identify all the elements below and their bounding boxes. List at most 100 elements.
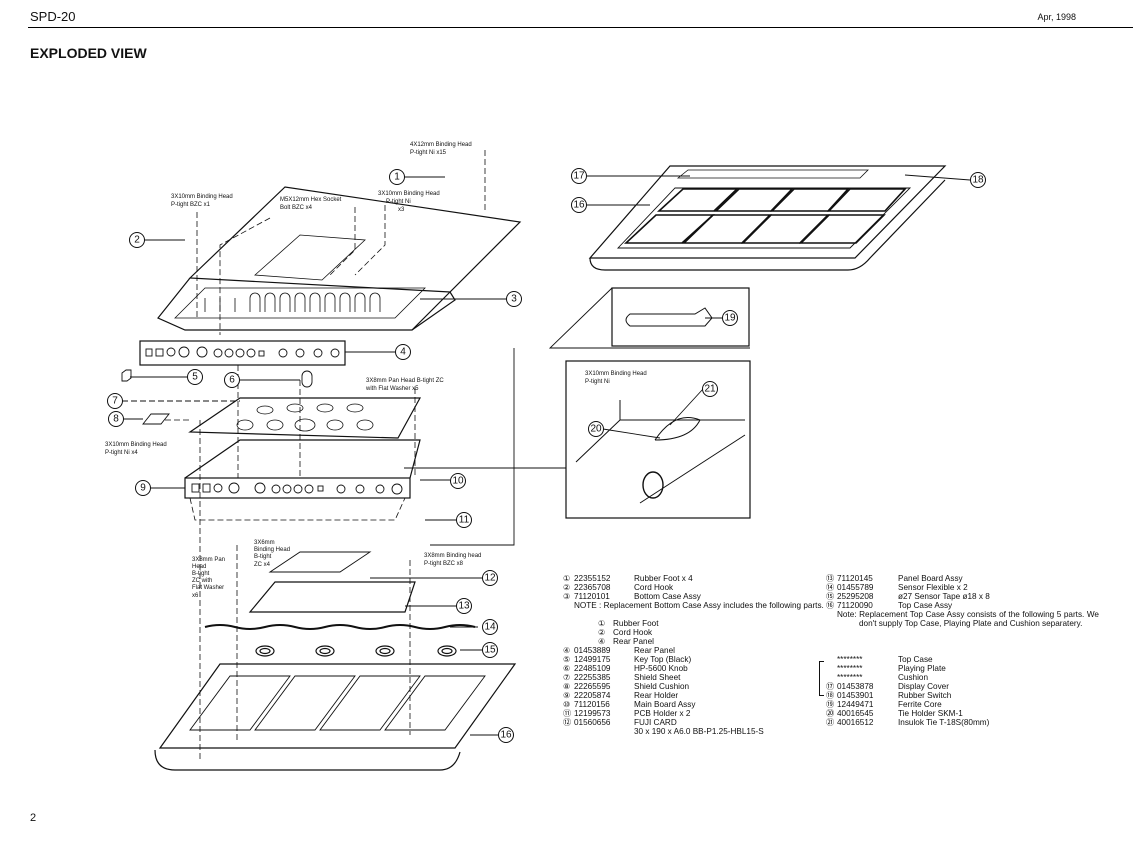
svg-text:17: 17 — [573, 171, 585, 182]
part-desc: Top Case — [898, 655, 933, 664]
part-desc: Cushion — [898, 673, 929, 682]
part-code: 22205874 — [574, 691, 611, 700]
part-no: ⑤ — [563, 655, 571, 664]
svg-text:B-tight: B-tight — [192, 571, 210, 577]
header-rule — [28, 27, 1133, 28]
part-no: ㉑ — [826, 718, 835, 727]
part-desc: HP-5600 Knob — [634, 664, 688, 673]
callout-8: 8 — [108, 411, 124, 427]
part-desc: Main Board Assy — [634, 700, 696, 709]
part-desc: Tie Holder SKM-1 — [898, 709, 963, 718]
part-code: 12499175 — [574, 655, 611, 664]
svg-text:2: 2 — [134, 235, 140, 246]
part-code: 01453889 — [574, 646, 611, 655]
svg-text:P-tight BZC x8: P-tight BZC x8 — [424, 561, 464, 567]
part-desc: Rubber Foot — [613, 619, 659, 628]
svg-text:Binding Head: Binding Head — [254, 547, 290, 553]
part-desc: Bottom Case Assy — [634, 592, 701, 601]
part-no: ⑪ — [563, 709, 572, 718]
part-code: 22355152 — [574, 574, 611, 583]
part-code: 71120156 — [574, 700, 610, 709]
svg-text:P-tight BZC x1: P-tight BZC x1 — [171, 202, 211, 208]
shield-sheet-drawing — [188, 397, 422, 439]
part-no: ⑩ — [563, 700, 571, 709]
svg-text:3X10mm Binding Head: 3X10mm Binding Head — [171, 194, 233, 200]
callout-14: 14 — [482, 619, 498, 635]
svg-text:with Flat Washer x5: with Flat Washer x5 — [365, 386, 419, 392]
part-no: ⑳ — [826, 709, 835, 718]
svg-text:4: 4 — [400, 347, 406, 358]
part-no: ② — [563, 583, 571, 592]
svg-text:16: 16 — [573, 200, 585, 211]
document-date: Apr, 1998 — [1037, 12, 1076, 22]
callout-1: 1 — [389, 169, 405, 185]
part-desc: Rubber Foot x 4 — [634, 574, 693, 583]
part-desc: Ferrite Core — [898, 700, 942, 709]
part-code: 40016512 — [837, 718, 874, 727]
svg-text:3X8mm Pan: 3X8mm Pan — [192, 557, 225, 563]
part-code: 40016545 — [837, 709, 874, 718]
annotation-pan-head-3x8: 3X8mm Pan Head B-tight ZC with Flat Washe… — [365, 378, 444, 392]
svg-text:19: 19 — [724, 313, 736, 324]
svg-text:B-tight: B-tight — [254, 554, 272, 560]
svg-text:10: 10 — [452, 476, 464, 487]
callout-4: 4 — [395, 344, 411, 360]
callout-5: 5 — [187, 369, 203, 385]
part-desc: Shield Cushion — [634, 682, 690, 691]
svg-text:3: 3 — [511, 294, 517, 305]
callout-6: 6 — [224, 372, 240, 388]
part-no: ⑮ — [826, 592, 835, 601]
svg-text:21: 21 — [704, 384, 716, 395]
part-code: 12449471 — [837, 700, 874, 709]
part-desc: Rear Panel — [613, 637, 654, 646]
fuji-card-spec: 30 x 190 x A6.0 BB-P1.25-HBL15-S — [634, 727, 764, 736]
svg-text:12: 12 — [484, 573, 496, 584]
part-code: 01560656 — [574, 718, 611, 727]
model-name: SPD-20 — [30, 9, 76, 24]
part-desc: Rubber Switch — [898, 691, 952, 700]
part-desc: Key Top (Black) — [634, 655, 692, 664]
part-desc: Top Case Assy — [898, 601, 953, 610]
part-code: 22255385 — [574, 673, 611, 682]
svg-text:5: 5 — [192, 372, 198, 383]
part-no: ① — [563, 574, 571, 583]
svg-text:4X12mm Binding Head: 4X12mm Binding Head — [410, 142, 472, 148]
part-no: ⑨ — [563, 691, 571, 700]
part-no: ⑬ — [826, 574, 835, 583]
part-no: ④ — [598, 637, 606, 646]
part-code: 71120145 — [837, 574, 873, 583]
part-desc: Cord Hook — [613, 628, 653, 637]
part-code: 22265595 — [574, 682, 611, 691]
callout-16-lower: 16 — [498, 727, 514, 743]
svg-text:P-tight Ni x15: P-tight Ni x15 — [410, 150, 447, 156]
ferrite-detail-box — [611, 287, 750, 347]
part-no: ⑧ — [563, 682, 571, 691]
callout-18: 18 — [970, 172, 986, 188]
callout-13: 13 — [456, 598, 472, 614]
part-desc: PCB Holder x 2 — [634, 709, 691, 718]
svg-text:16: 16 — [500, 730, 512, 741]
svg-text:20: 20 — [590, 424, 602, 435]
callout-10: 10 — [450, 473, 466, 489]
part-no: ⑥ — [563, 664, 571, 673]
part-desc: Rear Holder — [634, 691, 679, 700]
svg-text:3X10mm Binding Head: 3X10mm Binding Head — [378, 191, 440, 197]
svg-text:Flat Washer: Flat Washer — [192, 585, 224, 591]
svg-text:3X8mm Binding head: 3X8mm Binding head — [424, 553, 481, 559]
bottom-case-drawing — [157, 186, 522, 331]
note-bottom-case: NOTE : Replacement Bottom Case Assy incl… — [574, 601, 824, 610]
part-no: ⑰ — [826, 682, 835, 691]
svg-text:1: 1 — [394, 172, 400, 183]
svg-text:3X8mm Pan Head B-tight ZC: 3X8mm Pan Head B-tight ZC — [366, 378, 444, 384]
part-code: 71120090 — [837, 601, 873, 610]
part-no: ① — [598, 619, 606, 628]
callout-20: 20 — [588, 421, 604, 437]
part-code: ******** — [837, 673, 863, 682]
callout-16-upper: 16 — [571, 197, 587, 213]
